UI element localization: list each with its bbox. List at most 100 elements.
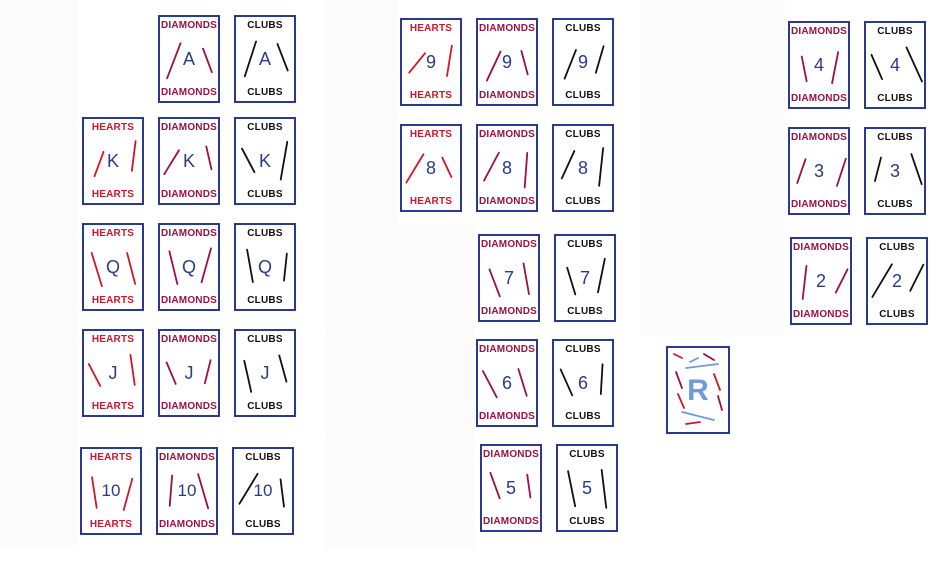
card-suit-label-bottom: CLUBS — [247, 87, 283, 98]
card-rank: 7 — [503, 268, 514, 288]
card-slash-marks — [166, 42, 213, 80]
card-slash-marks — [559, 363, 604, 397]
card-slash-marks — [246, 248, 288, 283]
card-suit-label-top: DIAMONDS — [482, 449, 540, 460]
reserve-pattern-icon — [673, 353, 723, 425]
card-suit-label-top: HEARTS — [91, 334, 135, 345]
empty-slot — [325, 332, 475, 438]
card-rank: 7 — [579, 268, 590, 288]
card-suit-label-bottom: HEARTS — [91, 189, 135, 200]
card-suit-label-bottom: HEARTS — [91, 401, 135, 412]
card-suit-label-bottom: DIAMONDS — [478, 90, 536, 101]
card-rank: 4 — [813, 55, 824, 75]
card-suit-label-top: DIAMONDS — [160, 20, 218, 31]
card-suit-label-bottom: CLUBS — [877, 199, 913, 210]
card-slash-marks — [801, 265, 849, 300]
card-rank: Q — [105, 257, 120, 277]
empty-slot — [0, 320, 78, 436]
card-slash-marks — [405, 153, 453, 184]
card-suit-label-bottom: DIAMONDS — [160, 189, 218, 200]
card-suit-label-bottom: DIAMONDS — [482, 516, 540, 527]
card-suit-label-bottom: DIAMONDS — [478, 411, 536, 422]
card-suit-label-top: CLUBS — [567, 239, 603, 250]
empty-slot — [640, 0, 785, 112]
card-rank: A — [182, 49, 195, 69]
card-slash-marks — [870, 46, 923, 83]
card-suit-label-bottom: DIAMONDS — [160, 87, 218, 98]
card-suit-label-top: DIAMONDS — [478, 344, 536, 355]
empty-slot — [325, 224, 475, 332]
card-slash-marks — [93, 140, 137, 178]
card-suit-label-top: DIAMONDS — [790, 26, 848, 37]
card-suit-label-bottom: HEARTS — [409, 90, 453, 101]
card-suit-label-bottom: DIAMONDS — [478, 196, 536, 207]
card-slash-marks — [482, 368, 528, 399]
card-slash-marks — [408, 44, 453, 77]
card-rank: 10 — [253, 481, 273, 500]
card-suit-label-top: HEARTS — [91, 228, 135, 239]
card-slash-marks — [871, 263, 925, 298]
card-a-diamonds[interactable]: DIAMONDS A DIAMONDS — [158, 15, 220, 103]
card-suit-label-top: CLUBS — [879, 242, 915, 253]
card-suit-label-top: HEARTS — [409, 23, 453, 34]
card-suit-label-bottom: CLUBS — [247, 401, 283, 412]
card-rank: J — [184, 363, 194, 383]
reserve-card[interactable]: R — [666, 346, 730, 434]
empty-slot — [0, 108, 78, 214]
card-suit-label-top: CLUBS — [247, 228, 283, 239]
card-suit-label-top: CLUBS — [569, 449, 605, 460]
reserve-label: R — [687, 374, 709, 407]
card-rank: 6 — [577, 373, 588, 393]
card-rank: 3 — [889, 161, 900, 181]
card-rank: K — [258, 151, 271, 171]
card-suit-label-bottom: CLUBS — [877, 93, 913, 104]
card-slash-marks — [560, 147, 605, 187]
card-rank: 4 — [889, 55, 900, 75]
card-suit-label-top: DIAMONDS — [790, 132, 848, 143]
card-suit-label-top: DIAMONDS — [160, 122, 218, 133]
card-slash-marks — [168, 247, 212, 285]
card-suit-label-top: DIAMONDS — [480, 239, 538, 250]
card-rank: 10 — [101, 481, 121, 500]
card-rank: 10 — [177, 481, 197, 500]
card-suit-label-top: DIAMONDS — [160, 334, 218, 345]
card-suit-label-bottom: CLUBS — [565, 411, 601, 422]
card-suit-label-top: DIAMONDS — [478, 23, 536, 34]
empty-slot — [325, 112, 397, 224]
card-suit-label-top: HEARTS — [91, 122, 135, 133]
empty-slot — [0, 0, 78, 108]
card-rank: 8 — [577, 158, 588, 178]
card-slash-marks — [91, 476, 134, 511]
